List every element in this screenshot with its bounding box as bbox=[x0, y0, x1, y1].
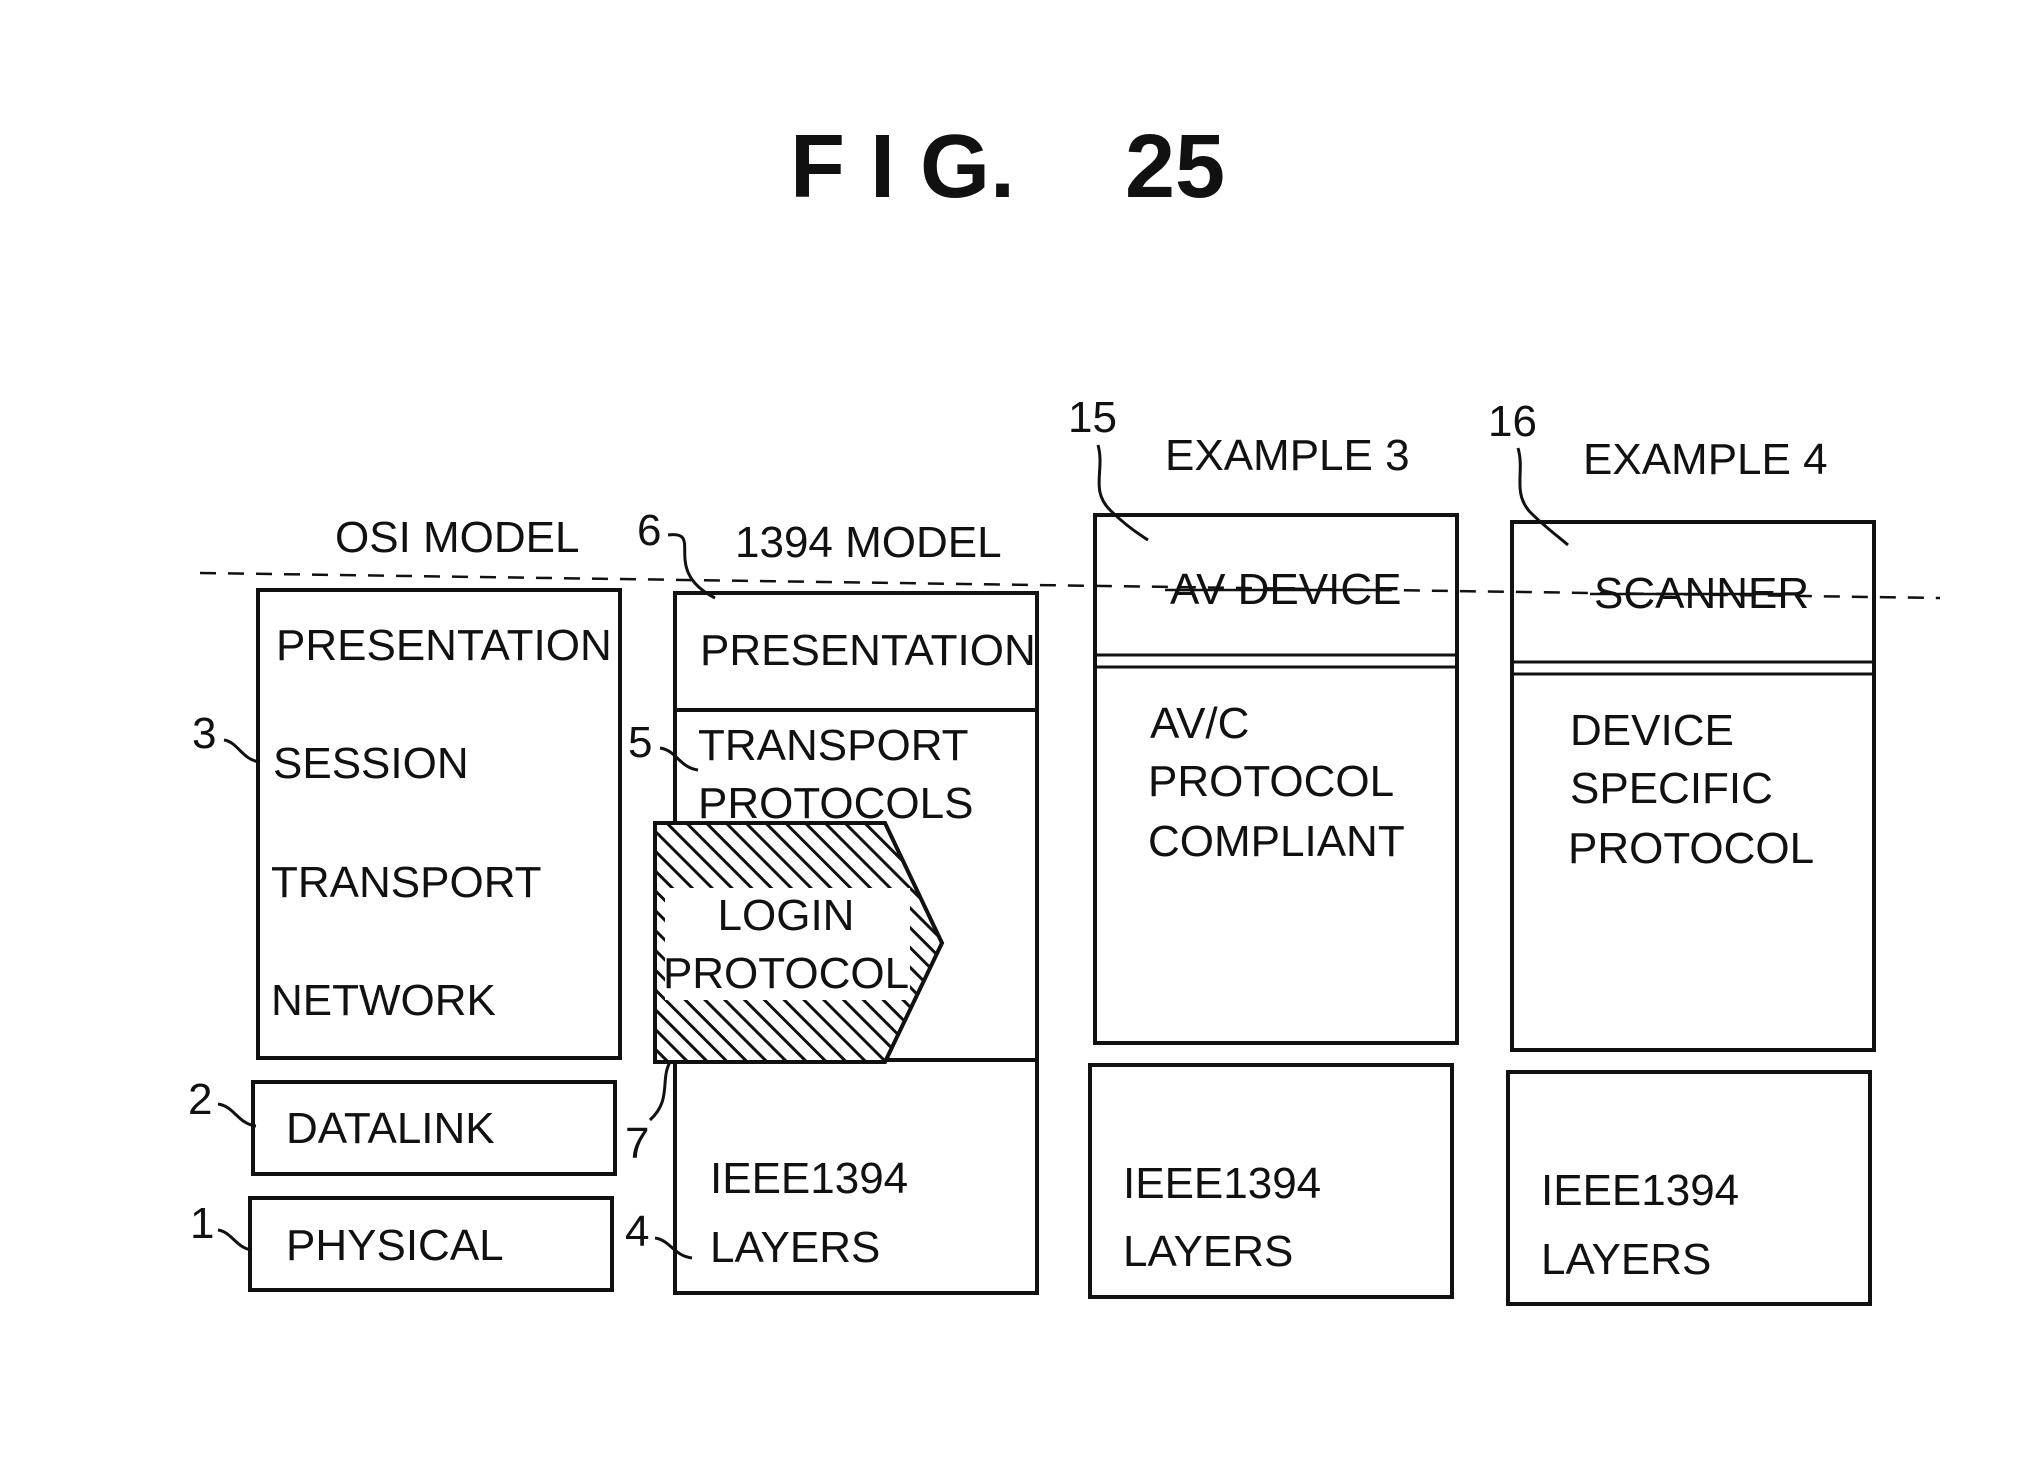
ref-numeral-6: 6 bbox=[637, 506, 661, 555]
model-1394-heading: 1394 MODEL bbox=[735, 518, 1002, 567]
leader-line-16 bbox=[1518, 448, 1568, 545]
leader-line-15 bbox=[1098, 445, 1148, 540]
example-3-ieee-line-1: IEEE1394 bbox=[1123, 1159, 1321, 1208]
ref-numeral-5: 5 bbox=[628, 718, 652, 767]
ref-numeral-4: 4 bbox=[625, 1207, 649, 1256]
model-1394-ieee-line-1: IEEE1394 bbox=[710, 1154, 908, 1203]
model-1394-transport-line-1: TRANSPORT bbox=[698, 721, 969, 770]
figure-title: F I G. bbox=[790, 117, 1015, 217]
osi-layer-network: NETWORK bbox=[271, 976, 496, 1025]
leader-line-5 bbox=[660, 748, 698, 770]
osi-model-heading: OSI MODEL bbox=[335, 513, 580, 562]
leader-line-3 bbox=[224, 740, 260, 762]
leader-line-1 bbox=[218, 1230, 252, 1250]
osi-layer-session: SESSION bbox=[273, 739, 469, 788]
example-4-protocol-line-3: PROTOCOL bbox=[1568, 824, 1814, 873]
leader-line-7 bbox=[650, 1062, 670, 1120]
osi-layer-datalink: DATALINK bbox=[286, 1104, 495, 1153]
figure-number: 25 bbox=[1125, 117, 1225, 217]
model-1394-presentation: PRESENTATION bbox=[700, 626, 1036, 675]
osi-layer-transport: TRANSPORT bbox=[271, 858, 542, 907]
leader-line-2 bbox=[218, 1104, 256, 1126]
ref-numeral-3: 3 bbox=[192, 709, 216, 758]
model-1394-transport-line-2: PROTOCOLS bbox=[698, 779, 973, 828]
example-3-heading: EXAMPLE 3 bbox=[1165, 431, 1410, 480]
osi-layer-physical: PHYSICAL bbox=[286, 1221, 504, 1270]
ref-numeral-2: 2 bbox=[188, 1075, 212, 1124]
example-4-protocol-line-2: SPECIFIC bbox=[1570, 764, 1773, 813]
login-protocol-line-2: PROTOCOL bbox=[663, 949, 909, 998]
example-4-ieee-line-1: IEEE1394 bbox=[1541, 1166, 1739, 1215]
ref-numeral-15: 15 bbox=[1068, 393, 1117, 442]
example-3-protocol-line-2: PROTOCOL bbox=[1148, 757, 1394, 806]
osi-layer-presentation: PRESENTATION bbox=[276, 621, 612, 670]
example-3-protocol-line-1: AV/C bbox=[1150, 699, 1249, 748]
model-1394-ieee-line-2: LAYERS bbox=[710, 1223, 880, 1272]
login-protocol-line-1: LOGIN bbox=[718, 891, 855, 940]
example-4-ieee-line-2: LAYERS bbox=[1541, 1235, 1711, 1284]
ref-numeral-7: 7 bbox=[625, 1119, 649, 1168]
ref-numeral-16: 16 bbox=[1488, 397, 1537, 446]
example-4-heading: EXAMPLE 4 bbox=[1583, 435, 1828, 484]
leader-line-6 bbox=[668, 535, 715, 598]
example-3-protocol-line-3: COMPLIANT bbox=[1148, 817, 1405, 866]
ref-numeral-1: 1 bbox=[190, 1199, 214, 1248]
example-4-protocol-line-1: DEVICE bbox=[1570, 706, 1734, 755]
example-3-ieee-line-2: LAYERS bbox=[1123, 1227, 1293, 1276]
